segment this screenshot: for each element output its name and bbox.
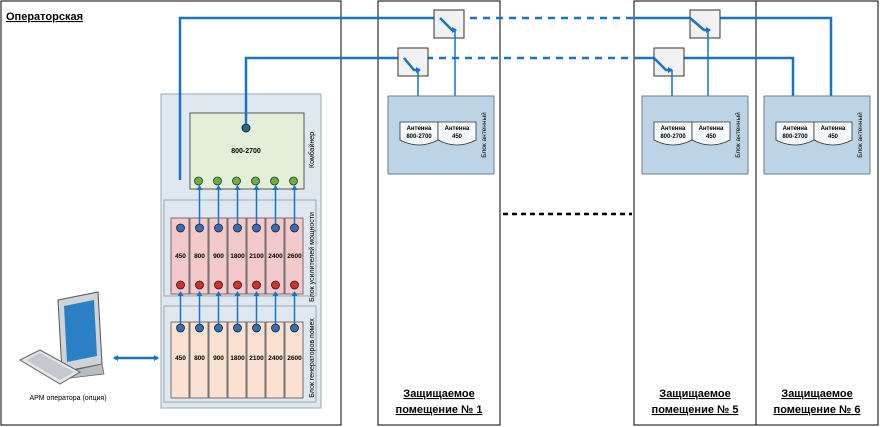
amplifier-output-port-2600 [290,223,299,233]
amplifier-output-port-2400 [271,223,280,233]
generator-output-port-2600 [290,323,299,333]
generator-output-port-2100 [252,323,261,333]
combiner-input-port-800 [194,176,203,186]
generator-label: Блок генераторов помех [309,318,316,398]
combiner-input-port-900 [213,176,222,186]
room-6-frame [755,0,879,426]
antenna-450-icon [437,121,477,146]
amplifier-freq-450: 450 [175,253,186,260]
generator-freq-450: 450 [175,355,186,362]
amplifier-input-port-2400 [271,280,280,290]
generator-freq-800: 800 [194,355,205,362]
antenna-block-label: Блок антенный [856,112,864,158]
amplifier-output-port-900 [214,223,223,233]
operator-room-title: Операторская [6,11,83,23]
antenna-block-label: Блок антенный [734,112,742,158]
generator-freq-1800: 1800 [230,355,245,362]
room-5-frame [633,0,757,426]
antenna-450-icon [813,121,853,146]
trunk-cable-450 [178,16,440,180]
amplifier-input-port-800 [195,280,204,290]
room-1-frame [377,0,501,426]
splitter-800-room-1 [397,47,429,77]
amplifier-label: Блок усилителей мощности [308,212,316,302]
amplifier-input-port-2600 [290,280,299,290]
amplifier-input-port-2100 [252,280,261,290]
amplifier-freq-1800: 1800 [230,253,245,260]
trunk-cable-800-2700 [244,56,404,124]
combiner-band: 800-2700 [231,148,261,155]
antenna-450-icon [691,121,731,146]
workstation[interactable] [18,291,105,385]
trunk-450-room6 [720,16,835,119]
amplifier-input-port-900 [214,280,223,290]
antenna-block-label: Блок антенный [480,112,488,158]
generator-freq-2100: 2100 [249,355,264,362]
amplifier-freq-900: 900 [213,253,224,260]
splitter-450-room-5 [689,9,721,39]
amplifier-freq-2600: 2600 [287,253,302,260]
amplifier-input-port-450 [176,280,185,290]
amplifier-output-port-1800 [233,223,242,233]
combiner-label: Комбайнер [308,132,316,168]
amplifier-output-port-450 [176,223,185,233]
amplifier-freq-800: 800 [194,253,205,260]
generator-output-port-900 [214,323,223,333]
generator-freq-900: 900 [213,355,224,362]
combiner-output-port [241,123,251,133]
splitter-450-room-1 [433,9,465,39]
combiner-input-port-2600 [289,176,298,186]
generator-output-port-450 [176,323,185,333]
generator-output-port-1800 [233,323,242,333]
generator-freq-2600: 2600 [287,355,302,362]
amplifier-output-port-2100 [252,223,261,233]
workstation-label: АРМ оператора (опция) [29,395,106,402]
generator-output-port-2400 [271,323,280,333]
amplifier-freq-2400: 2400 [268,253,283,260]
combiner-input-port-2400 [270,176,279,186]
combiner-input-port-2100 [251,176,260,186]
amplifier-freq-2100: 2100 [249,253,264,260]
generator-output-port-800 [195,323,204,333]
amplifier-input-port-1800 [233,280,242,290]
amplifier-output-port-800 [195,223,204,233]
combiner-input-port-1800 [232,176,241,186]
generator-freq-2400: 2400 [268,355,283,362]
